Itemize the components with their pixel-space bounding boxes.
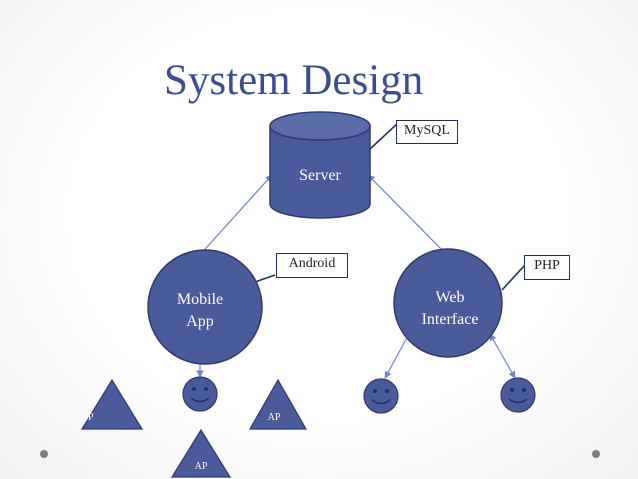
access-point-label: AP bbox=[194, 461, 208, 472]
smiley-face-icon bbox=[500, 377, 536, 413]
access-point-triangle-right bbox=[248, 378, 308, 430]
php-callout: PHP bbox=[524, 255, 570, 280]
web-interface-circle bbox=[393, 248, 503, 358]
android-callout: Android bbox=[276, 253, 348, 278]
web-interface-label: Web Interface bbox=[421, 289, 479, 328]
mysql-leader bbox=[368, 122, 399, 151]
connector-server-web bbox=[367, 174, 449, 257]
server-database-shape bbox=[269, 111, 371, 219]
connector-server-mobile bbox=[196, 174, 273, 259]
access-point-label: AP bbox=[80, 412, 94, 423]
access-point-triangle-bottom bbox=[170, 428, 232, 478]
decorative-dot-left bbox=[40, 450, 48, 458]
decorative-dot-right bbox=[592, 450, 600, 458]
android-leader bbox=[254, 274, 276, 283]
mobile-app-label: Mobile App bbox=[176, 291, 224, 330]
smiley-face-icon bbox=[363, 378, 399, 414]
connector-web-user-right bbox=[489, 333, 516, 379]
access-point-triangle-left bbox=[80, 378, 144, 430]
access-point-label: AP bbox=[267, 412, 281, 423]
php-leader bbox=[501, 264, 526, 291]
slide-title: System Design bbox=[164, 57, 424, 104]
mobile-app-circle bbox=[147, 249, 263, 365]
mysql-callout: MySQL bbox=[396, 120, 458, 144]
smiley-face-icon bbox=[182, 376, 218, 412]
server-label: Server bbox=[299, 167, 341, 184]
connector-web-user-left bbox=[384, 331, 411, 379]
